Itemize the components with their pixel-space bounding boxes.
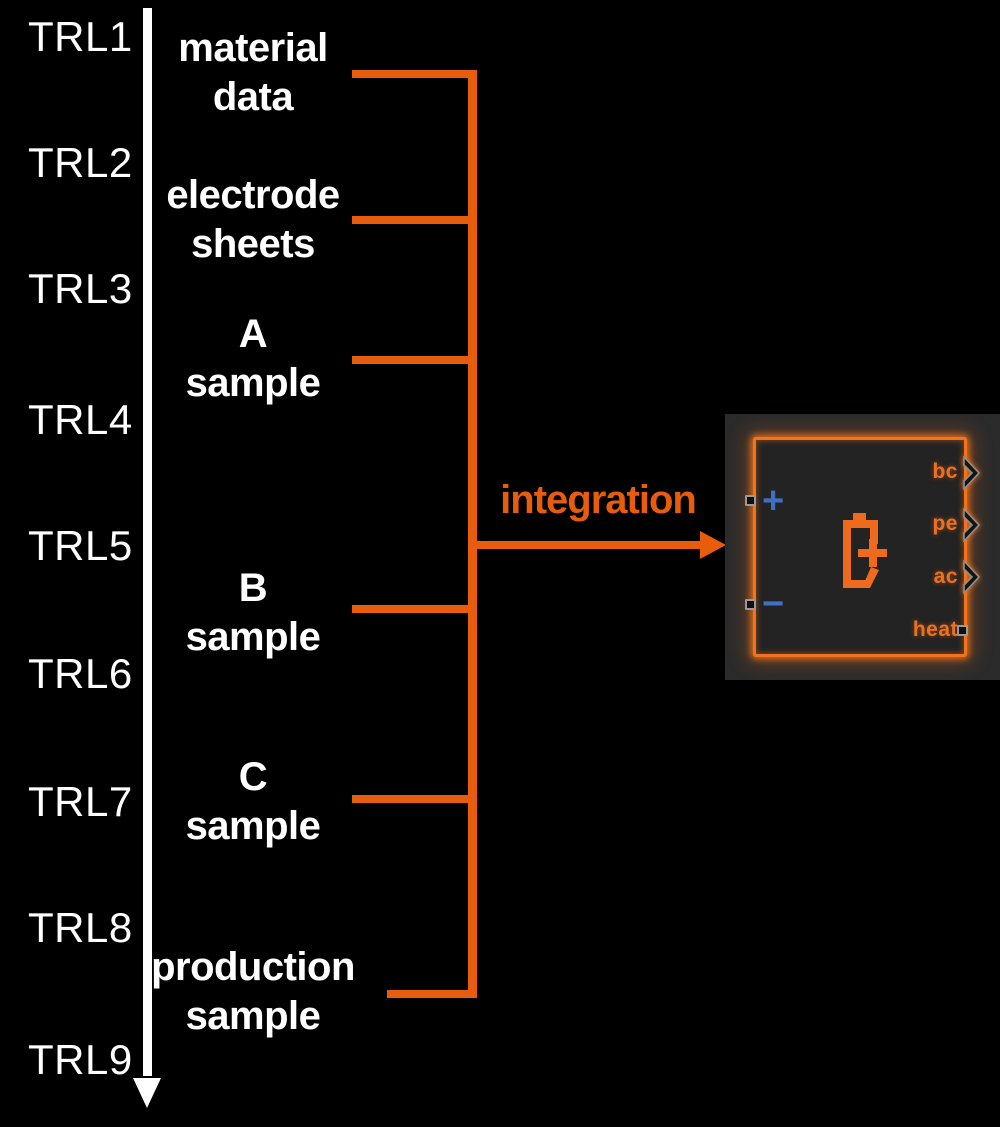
stage-a-sample: A sample xyxy=(103,310,403,408)
port-label-bc: bc xyxy=(932,460,958,483)
integration-label: integration xyxy=(500,478,697,522)
trl-label-6: TRL6 xyxy=(28,650,133,697)
battery-block xyxy=(753,437,967,657)
stage-c-sample: C sample xyxy=(103,753,403,851)
stage-line: sample xyxy=(185,994,321,1038)
stage-line: sample xyxy=(185,804,321,848)
port-square-plus-icon xyxy=(745,495,756,506)
stage-line: sample xyxy=(185,615,321,659)
minus-terminal-label: − xyxy=(762,583,785,625)
output-port-pe-icon xyxy=(963,508,981,542)
trl-label-9: TRL9 xyxy=(28,1036,133,1083)
battery-block-panel: + − bc pe ac heat xyxy=(725,414,1000,680)
bracket-tick-material-data xyxy=(352,70,477,78)
stage-electrode-sheets: electrode sheets xyxy=(103,171,403,269)
bracket-tick-electrode-sheets xyxy=(352,216,477,224)
trl-label-8: TRL8 xyxy=(28,904,133,951)
stage-line: material xyxy=(178,26,328,70)
stage-line: electrode xyxy=(166,173,340,217)
port-square-heat-icon xyxy=(957,625,968,636)
stage-line: data xyxy=(212,75,294,119)
stage-b-sample: B sample xyxy=(103,564,403,662)
battery-icon xyxy=(843,513,887,588)
stage-line: production xyxy=(151,945,355,989)
bracket-spine xyxy=(468,70,477,998)
port-square-minus-icon xyxy=(745,599,756,610)
trl-label-2: TRL2 xyxy=(28,139,133,186)
stage-material-data: material data xyxy=(103,24,403,122)
port-label-pe: pe xyxy=(932,512,958,535)
bracket-tick-b-sample xyxy=(352,605,477,613)
trl-label-4: TRL4 xyxy=(28,396,133,443)
stage-production-sample: production sample xyxy=(103,943,403,1041)
integration-arrow-shaft xyxy=(470,541,702,549)
port-label-ac: ac xyxy=(933,565,958,588)
output-port-ac-icon xyxy=(963,560,981,594)
trl-label-1: TRL1 xyxy=(28,13,133,60)
stage-line: A xyxy=(238,312,268,356)
trl-label-3: TRL3 xyxy=(28,265,133,312)
plus-terminal-label: + xyxy=(762,480,785,522)
port-label-heat: heat xyxy=(912,618,958,641)
stage-line: B xyxy=(238,566,268,610)
output-port-bc-icon xyxy=(963,456,981,490)
trl-axis-line xyxy=(143,8,152,1076)
bracket-tick-c-sample xyxy=(352,795,477,803)
stage-line: sample xyxy=(185,361,321,405)
stage-line: C xyxy=(238,755,268,799)
bracket-tick-production-sample xyxy=(387,990,477,998)
integration-arrowhead-icon xyxy=(700,531,726,559)
bracket-tick-a-sample xyxy=(352,356,477,364)
trl-label-5: TRL5 xyxy=(28,522,133,569)
stage-line: sheets xyxy=(191,222,315,266)
trl-axis-arrowhead-icon xyxy=(133,1078,161,1108)
trl-label-7: TRL7 xyxy=(28,778,133,825)
